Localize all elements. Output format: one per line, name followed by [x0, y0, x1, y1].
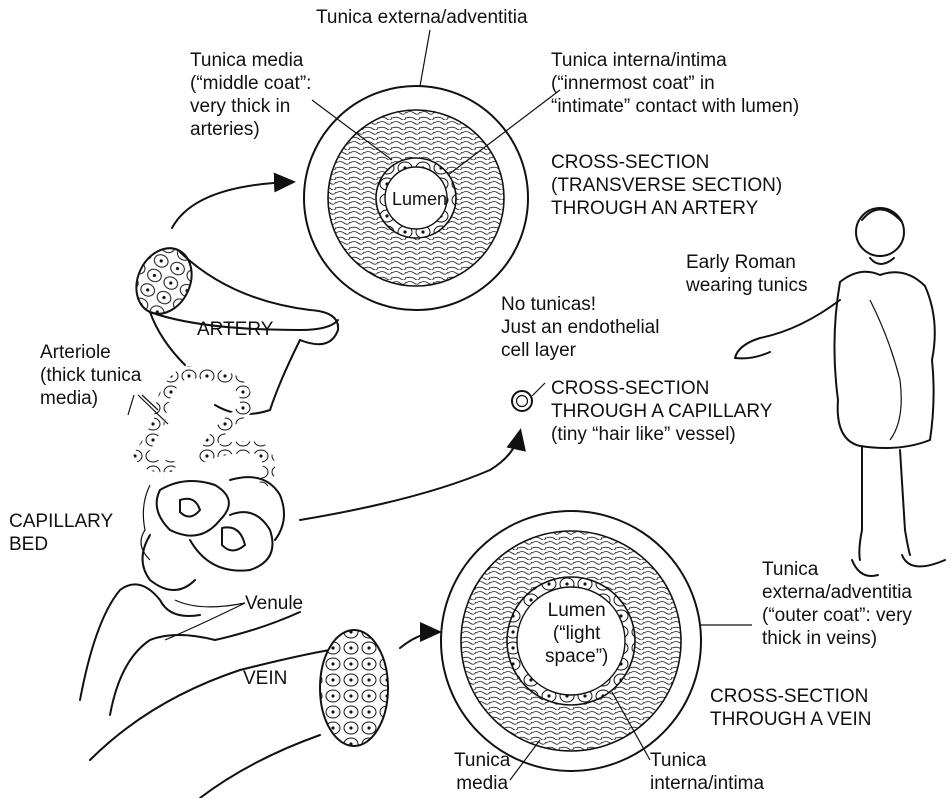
capillary-bed-label: CAPILLARY BED: [9, 510, 113, 556]
capillary-cross-section: [512, 391, 532, 411]
artery-label: ARTERY: [197, 318, 273, 341]
artery-media-label: Tunica media (“middle coat”: very thick …: [190, 49, 311, 141]
capillary-bed: [143, 477, 285, 590]
artery-externa-label: Tunica externa/adventitia: [316, 6, 528, 29]
vein-label: VEIN: [243, 667, 287, 690]
no-tunicas-label: No tunicas! Just an endothelial cell lay…: [501, 293, 659, 362]
vein-externa-label: Tunica externa/adventitia (“outer coat”:…: [762, 558, 912, 650]
artery-section-title: CROSS-SECTION (TRANSVERSE SECTION) THROU…: [551, 151, 782, 220]
vein-section-title: CROSS-SECTION THROUGH A VEIN: [710, 685, 872, 731]
vein-interna-label: Tunica interna/intima: [650, 749, 764, 795]
venule-label: Venule: [245, 592, 303, 615]
arteriole-label: Arteriole (thick tunica media): [40, 341, 141, 410]
arteriole-vessel: [140, 372, 269, 485]
vein-lumen-label: Lumen (“light space”): [545, 599, 608, 668]
artery-lumen-label: Lumen: [392, 188, 447, 211]
vein-media-label: Tunica media: [454, 749, 510, 795]
vein-vessel: [80, 584, 388, 798]
capillary-section-title: CROSS-SECTION THROUGH A CAPILLARY (tiny …: [551, 377, 772, 446]
roman-label: Early Roman wearing tunics: [686, 251, 807, 297]
artery-interna-label: Tunica interna/intima (“innermost coat” …: [551, 49, 799, 118]
